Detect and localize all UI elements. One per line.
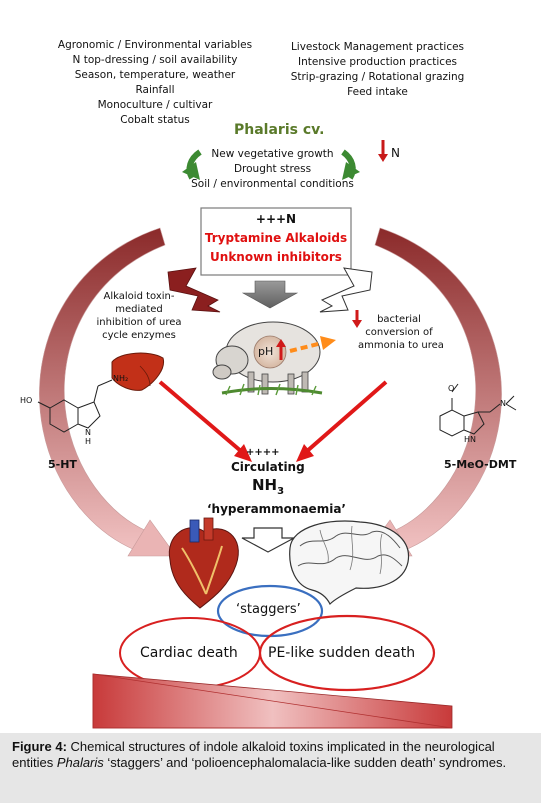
phalaris-line: Soil / environmental conditions (191, 178, 354, 190)
molecule-right-label: 5-MeO-DMT (444, 458, 517, 471)
toxin-line-1: Tryptamine Alkaloids (204, 231, 348, 245)
nh3-subscript: 3 (277, 486, 285, 497)
heart-icon (168, 517, 239, 609)
atom-o-right: O (448, 384, 455, 393)
urea-line: cycle enzymes (102, 330, 176, 341)
bacterial-line: ammonia to urea (358, 340, 444, 351)
urea-cycle-text: Alkaloid toxin- mediated inhibition of u… (84, 290, 194, 342)
diagram-graphics (37, 140, 517, 729)
outline-down-arrow-icon (241, 527, 295, 553)
toxin-n-label: +++N (255, 212, 297, 226)
center-plus: ++++ (246, 447, 280, 458)
urea-line: mediated (115, 304, 163, 315)
toxin-box (200, 207, 352, 276)
molecule-5ht (37, 379, 113, 433)
cardiac-death-label: Cardiac death (140, 645, 238, 661)
phalaris-conditions: New vegetative growth Drought stress Soi… (180, 147, 365, 192)
caption-text-a: Chemical structures of indole alkaloid t… (12, 739, 495, 770)
molecule-5meo-dmt (439, 383, 517, 437)
agronomic-line: Monoculture / cultivar (97, 99, 213, 111)
bacterial-line: conversion of (365, 327, 433, 338)
pe-ellipse (258, 614, 436, 692)
pe-death-label: PE-like sudden death (268, 645, 416, 661)
green-arrowhead-right-icon (342, 162, 360, 180)
livestock-line: Strip-grazing / Rotational grazing (290, 71, 465, 83)
urea-line: Alkaloid toxin- (103, 291, 175, 302)
toxin-line-2: Unknown inhibitors (210, 250, 342, 264)
atom-n-left: N (85, 428, 91, 437)
red-arrow-right-icon (304, 380, 388, 454)
staggers-label: ‘staggers’ (236, 602, 301, 617)
agronomic-line: Cobalt status (120, 114, 190, 126)
phalaris-line: Drought stress (233, 163, 312, 175)
nh3-base: NH (252, 476, 278, 494)
left-curved-arrow-icon (39, 227, 166, 553)
atom-n-right: N (500, 399, 506, 408)
agronomic-line: Agronomic / Environmental variables (57, 39, 253, 51)
phalaris-title: Phalaris cv. (234, 122, 325, 138)
lightning-right-icon (319, 267, 373, 313)
red-arrow-left-icon (158, 380, 244, 454)
figure-caption: Figure 4: Chemical structures of indole … (0, 733, 541, 803)
phalaris-n-label: N (391, 146, 400, 160)
phalaris-line: New vegetative growth (211, 148, 334, 160)
livestock-line: Feed intake (347, 86, 408, 98)
livestock-line: Livestock Management practices (290, 41, 465, 53)
bacterial-text: bacterial conversion of ammonia to urea (358, 313, 444, 352)
urea-line: inhibition of urea (96, 317, 182, 328)
caption-label: Figure 4: (12, 739, 67, 754)
right-curved-arrow-icon (374, 227, 502, 553)
lightning-left-icon (167, 267, 221, 313)
caption-text-b: ‘staggers’ and ‘polioencephalomalacia-li… (103, 755, 507, 770)
atom-hn-right: HN (464, 435, 476, 444)
agronomic-line: N top-dressing / soil availability (72, 54, 238, 66)
caption-italic: Phalaris (56, 755, 104, 770)
livestock-practices: Livestock Management practices Intensive… (275, 40, 480, 100)
brain-icon (289, 520, 410, 606)
orange-dashed-arrow-icon (289, 341, 323, 353)
center-nh3: NH3 (252, 476, 284, 497)
ph-label: pH (258, 345, 274, 358)
atom-ho: HO (20, 396, 33, 405)
gray-down-arrow-icon (241, 280, 299, 309)
molecule-left-label: 5-HT (48, 458, 77, 471)
sheep-illustration (212, 321, 323, 396)
agronomic-line: Rainfall (135, 84, 175, 96)
bacterial-line: bacterial (377, 314, 421, 325)
agronomic-line: Season, temperature, weather (74, 69, 236, 81)
liver-icon (111, 352, 165, 391)
agronomic-variables: Agronomic / Environmental variables N to… (50, 38, 260, 128)
green-arrowhead-left-icon (182, 162, 200, 180)
left-arrowhead-icon (127, 519, 177, 557)
atom-h-left: H (85, 437, 92, 446)
atom-nh2: NH₂ (113, 374, 129, 383)
center-hyperammonaemia: ‘hyperammonaemia’ (207, 502, 346, 516)
center-circulating: Circulating (231, 460, 305, 474)
livestock-line: Intensive production practices (297, 56, 458, 68)
